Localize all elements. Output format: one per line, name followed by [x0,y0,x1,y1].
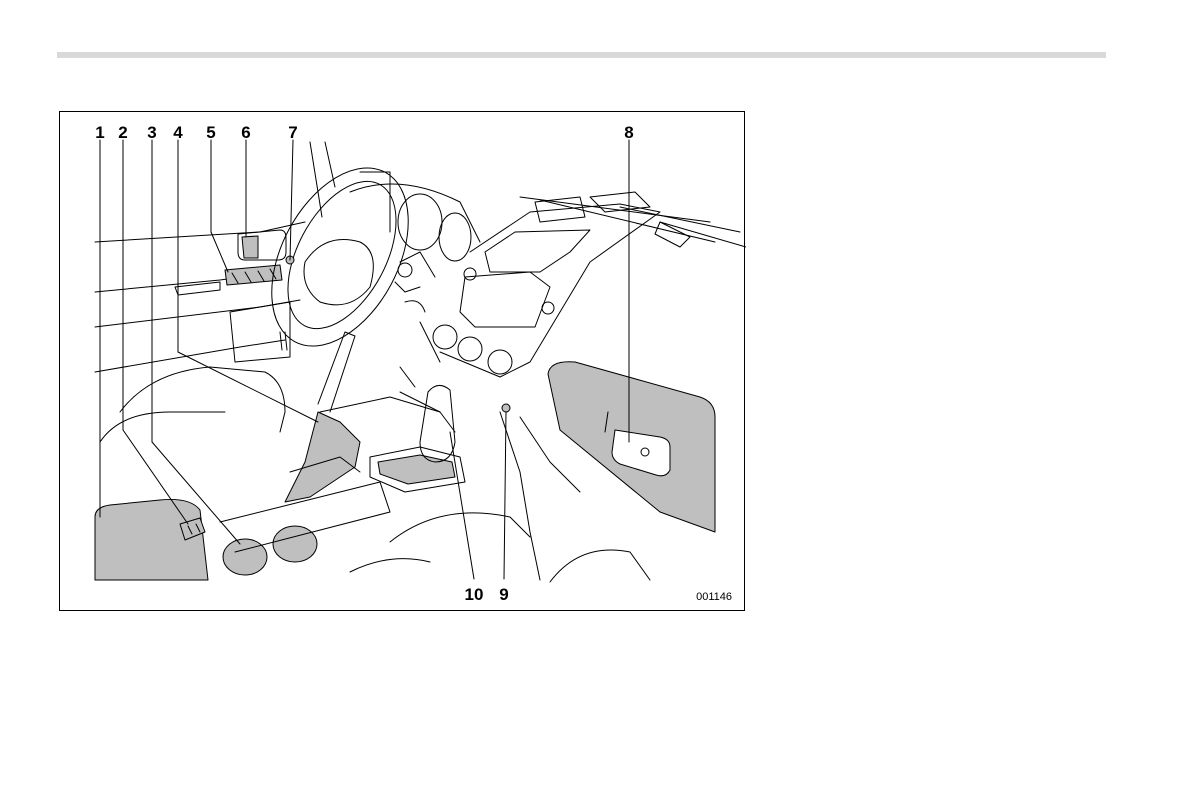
parking-brake [285,332,360,502]
callout-9: 9 [499,586,508,603]
callout-8: 8 [624,124,633,141]
door-panel [95,222,305,372]
callout-2: 2 [118,124,127,141]
interior-diagram: 1 2 3 4 5 6 7 8 9 10 001146 [59,111,745,611]
door-handle [238,230,286,260]
callout-3: 3 [147,124,156,141]
callout-5: 5 [206,124,215,141]
callout-6: 6 [241,124,250,141]
floor-lines [320,397,580,580]
callout-1: 1 [95,124,104,141]
figure-code: 001146 [696,591,732,603]
callout-10: 10 [465,586,484,603]
glove-box [548,362,715,532]
center-stack [433,192,690,377]
power-outlet [502,404,510,412]
callout-4: 4 [173,124,182,141]
callout-7: 7 [288,124,297,141]
center-armrest [95,499,208,580]
header-rule [57,52,1106,58]
cockpit-illustration [60,112,746,612]
steering-wheel [244,145,437,369]
